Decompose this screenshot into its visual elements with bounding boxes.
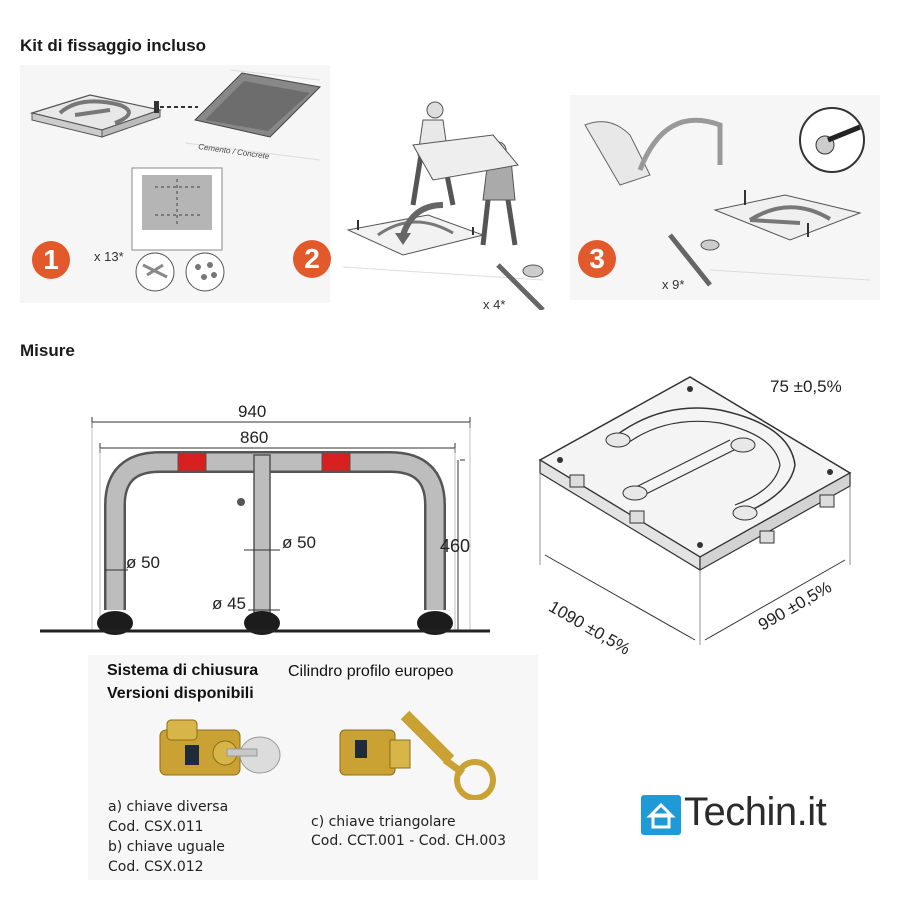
step-3-badge: 3	[578, 240, 616, 278]
step-2-panel: 2 x 4*	[293, 95, 563, 312]
step-2-illustration	[342, 101, 545, 312]
cylinder-key-image	[159, 719, 281, 776]
step-1-badge: 1	[32, 241, 70, 279]
dim-base-thickness: 75 ±0,5%	[770, 377, 842, 396]
code-b: Cod. CSX.012	[108, 859, 204, 875]
step-1-panel: Cemento / Concrete 1 x 13*	[20, 65, 330, 303]
dim-inner-width: 860	[240, 428, 269, 447]
home-icon	[641, 795, 681, 835]
dim-pipe-center: ø 50	[282, 533, 317, 552]
versions-title: Versioni disponibili	[107, 685, 254, 702]
kit-section-title: Kit di fissaggio incluso	[20, 36, 207, 55]
option-b: b) chiave uguale	[108, 839, 225, 855]
triangular-key-image	[339, 710, 496, 800]
option-a: a) chiave diversa	[108, 799, 229, 815]
dim-post: ø 45	[212, 594, 247, 613]
step-3-panel: 3 x 9*	[570, 95, 880, 300]
measures-section-title: Misure	[20, 341, 75, 360]
code-a: Cod. CSX.011	[108, 819, 204, 835]
brand-logo-text[interactable]: Techin.it	[684, 790, 827, 834]
dim-pipe-left: ø 50	[126, 553, 161, 572]
code-c: Cod. CCT.001 - Cod. CH.003	[311, 833, 507, 849]
dim-height: 460	[440, 536, 471, 556]
locking-subtitle: Cilindro profilo europeo	[288, 663, 454, 680]
step-1-illustration	[29, 69, 322, 292]
front-view-drawing	[40, 417, 490, 635]
step-3-illustration	[584, 107, 871, 287]
locking-title: Sistema di chiusura	[107, 662, 259, 679]
option-c: c) chiave triangolare	[311, 814, 456, 830]
base-iso-drawing	[538, 376, 852, 645]
step-3-quantity: x 9*	[662, 277, 685, 292]
step-2-badge: 2	[293, 240, 331, 278]
step-1-quantity: x 13*	[94, 249, 124, 264]
step-2-quantity: x 4*	[483, 297, 506, 312]
dim-overall-width: 940	[238, 402, 267, 421]
